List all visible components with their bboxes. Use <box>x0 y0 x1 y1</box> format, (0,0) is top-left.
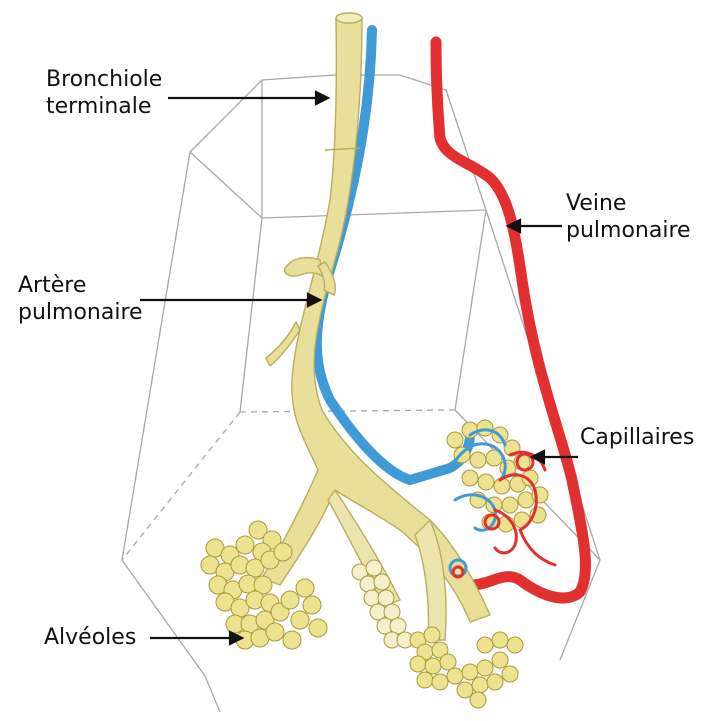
label-alveoles: Alvéoles <box>44 624 136 651</box>
label-bronchiole-terminale: Bronchiole terminale <box>46 66 162 120</box>
label-artere-pulmonaire: Artère pulmonaire <box>18 272 143 326</box>
alveoli-cluster-bottom <box>410 627 523 708</box>
lobule-frame <box>122 75 600 712</box>
bronchiole-tree <box>262 13 490 640</box>
label-veine-pulmonaire: Veine pulmonaire <box>566 190 691 244</box>
label-capillaires: Capillaires <box>580 424 694 451</box>
